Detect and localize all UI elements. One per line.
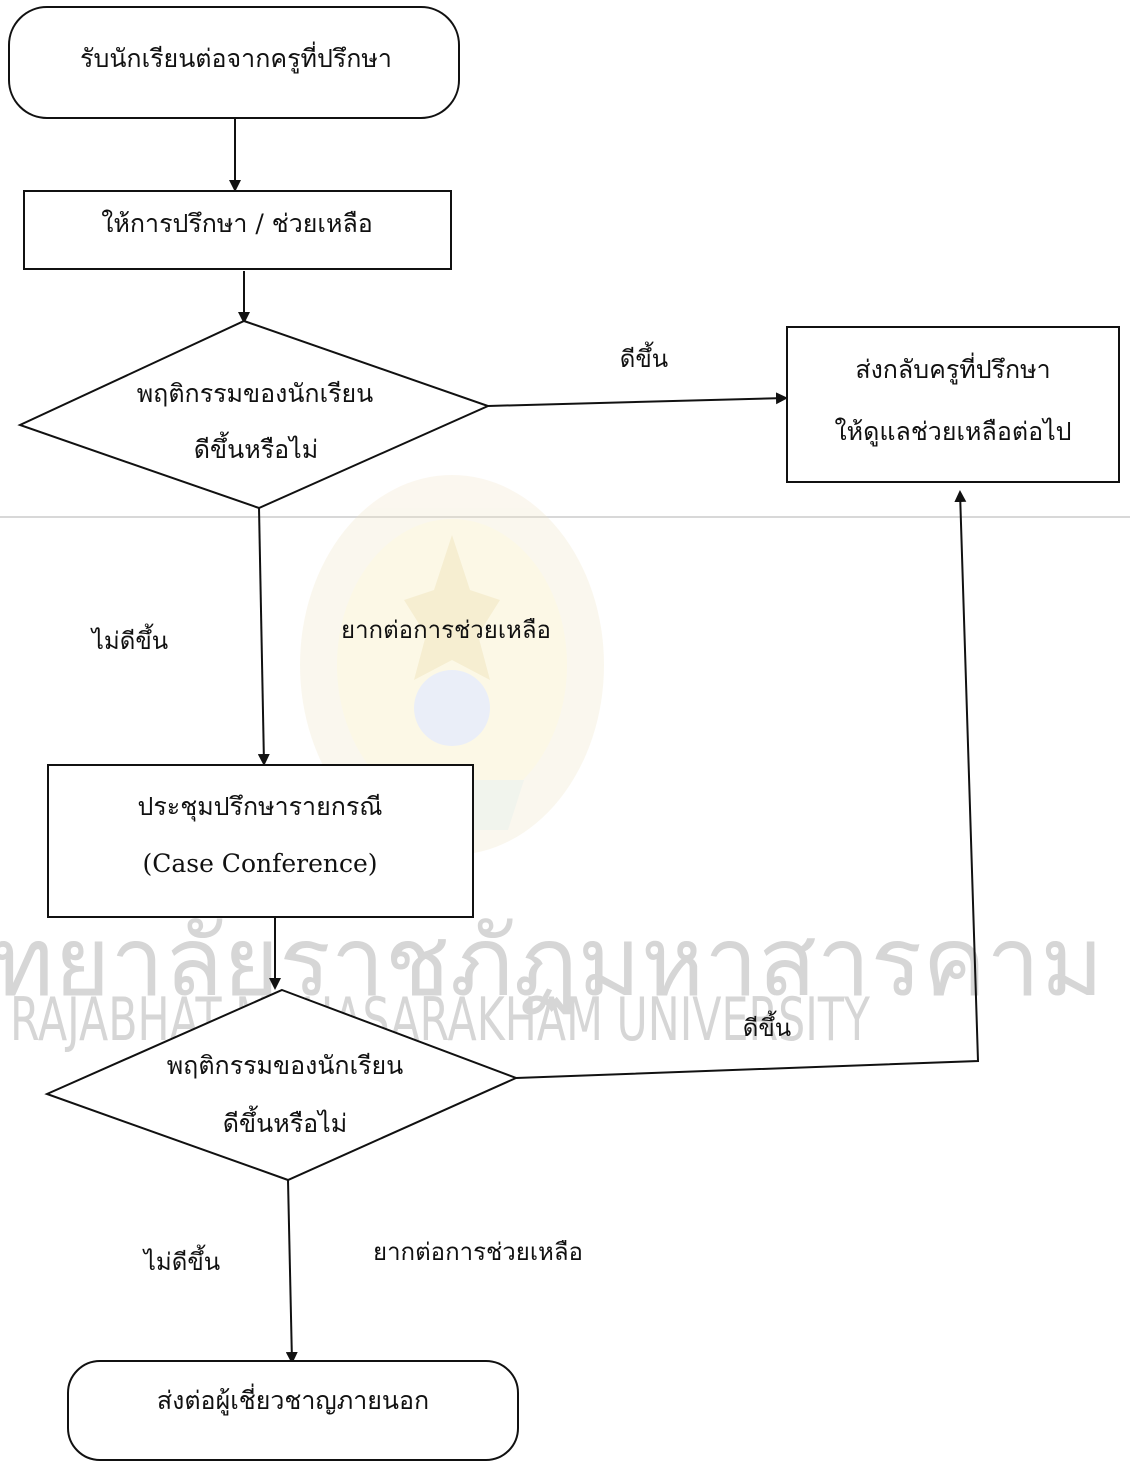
edge-label-d2-better: ดีขึ้น [743, 1010, 791, 1042]
decision-2-label-line2: ดีขึ้นหรือไม่ [223, 1105, 347, 1138]
case-conference-label-line1: ประชุมปรึกษารายกรณี [138, 792, 383, 822]
refer-external-label: ส่งต่อผู้เชี่ยวชาญภายนอก [157, 1383, 429, 1416]
return-to-advisor-label-line1: ส่งกลับครูที่ปรึกษา [855, 352, 1050, 385]
counsel-process-label: ให้การปรึกษา / ช่วยเหลือ [101, 209, 373, 238]
edge-label-d1-better: ดีขึ้น [620, 341, 668, 373]
edge-label-d1-difficult: ยากต่อการช่วยเหลือ [341, 616, 551, 644]
refer-external-node: ส่งต่อผู้เชี่ยวชาญภายนอก [67, 1360, 519, 1461]
arrow-decision1-to-conference [257, 507, 270, 766]
watermark-thai-text: มหาวิทยาลัยราชภัฏมหาสารคาม [0, 906, 1104, 1018]
decision-1-label-line1: พฤติกรรมของนักเรียน [137, 379, 374, 408]
case-conference-box: ประชุมปรึกษารายกรณี (Case Conference) [47, 764, 474, 918]
return-to-advisor-box: ส่งกลับครูที่ปรึกษา ให้ดูแลช่วยเหลือต่อไ… [786, 326, 1120, 483]
start-node-label: รับนักเรียนต่อจากครูที่ปรึกษา [80, 41, 392, 74]
start-node: รับนักเรียนต่อจากครูที่ปรึกษา [8, 6, 460, 119]
decision-1-label-line2: ดีขึ้นหรือไม่ [194, 431, 318, 464]
decision-1-diamond: พฤติกรรมของนักเรียน ดีขึ้นหรือไม่ [17, 319, 491, 510]
university-seal-watermark [300, 475, 604, 855]
return-to-advisor-label-line2: ให้ดูแลช่วยเหลือต่อไป [834, 417, 1071, 447]
decision-2-diamond: พฤติกรรมของนักเรียน ดีขึ้นหรือไม่ [44, 988, 519, 1182]
edge-label-d2-difficult: ยากต่อการช่วยเหลือ [373, 1238, 583, 1266]
arrow-decision2-to-refer [285, 1179, 298, 1364]
edge-label-d1-not-better: ไม่ดีขึ้น [90, 623, 168, 655]
arrow-decision1-to-return [487, 392, 788, 407]
case-conference-label-line2: (Case Conference) [142, 849, 377, 878]
watermark-english-text: RAJABHAT MAHASARAKHAM UNIVERSITY [10, 985, 870, 1055]
arrow-decision2-to-return [515, 490, 980, 1079]
edge-label-d2-not-better: ไม่ดีขึ้น [142, 1244, 220, 1276]
decision-2-label-line1: พฤติกรรมของนักเรียน [167, 1051, 404, 1080]
counsel-process-box: ให้การปรึกษา / ช่วยเหลือ [23, 190, 452, 270]
